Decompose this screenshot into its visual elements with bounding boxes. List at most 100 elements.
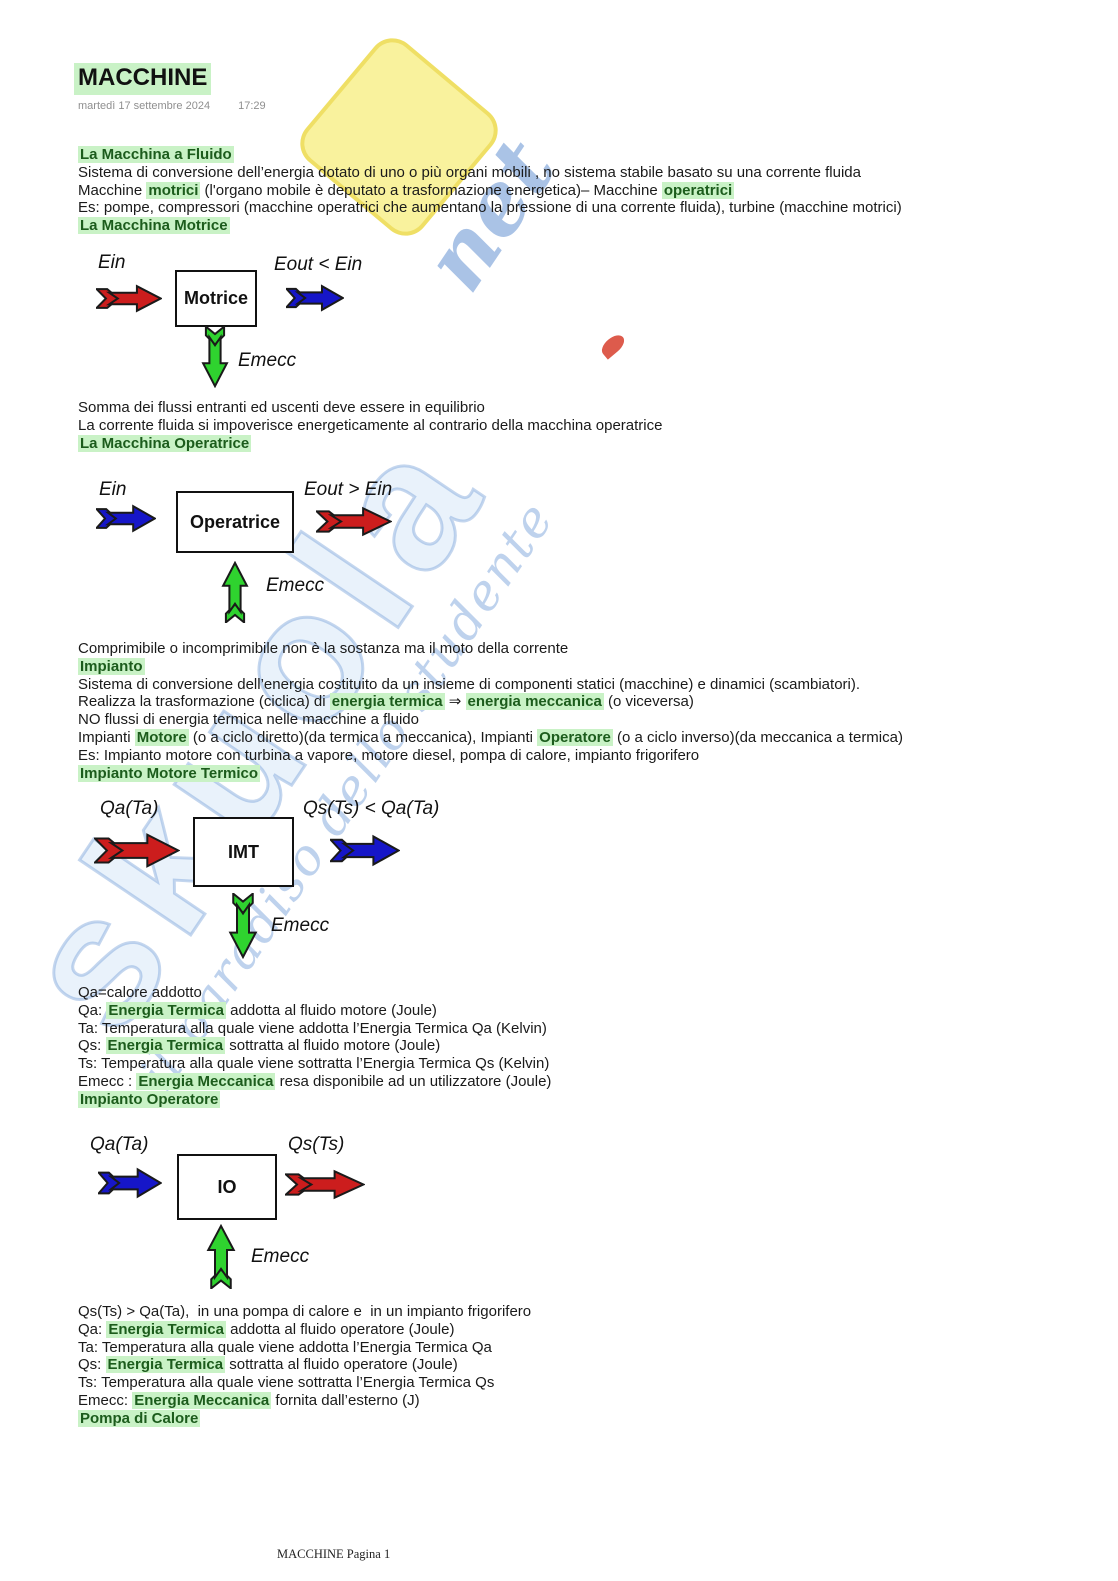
text-line: Impianto Operatore bbox=[78, 1090, 551, 1109]
text-line: La corrente fluida si impoverisce energe… bbox=[78, 417, 662, 435]
note-date: martedì 17 settembre 2024 bbox=[78, 100, 211, 112]
text-line: Es: Impianto motore con turbina a vapore… bbox=[78, 747, 903, 765]
highlighted-term: Energia Termica bbox=[105, 1356, 226, 1374]
energy-in-arrow bbox=[96, 284, 162, 313]
diagram-mech-label: Emecc bbox=[271, 915, 330, 936]
diagram-in-label: Qa(Ta) bbox=[90, 1134, 149, 1155]
highlighted-term: energia termica bbox=[329, 693, 445, 711]
highlighted-term: Energia Termica bbox=[105, 1037, 226, 1055]
body-text: Ts: Temperatura alla quale viene sottrat… bbox=[78, 1374, 495, 1392]
page-footer: MACCHINE Pagina 1 bbox=[277, 1547, 391, 1561]
diagram-io: Qa(Ta) IO Qs(Ts) Emecc bbox=[78, 1132, 458, 1297]
note-dateline: martedì 17 settembre 2024 17:29 bbox=[78, 100, 294, 112]
machine-box: IMT bbox=[193, 817, 294, 887]
text-line: La Macchina Motrice bbox=[78, 217, 902, 235]
text-line: Qs: Energia Termica sottratta al fluido … bbox=[78, 1037, 551, 1055]
text-line: Ta: Temperatura alla quale viene addotta… bbox=[78, 1339, 531, 1357]
body-text: Qa: bbox=[78, 1001, 107, 1019]
diagram-imt: Qa(Ta) IMT Qs(Ts) < Qa(Ta) Emecc bbox=[78, 795, 488, 965]
mechanical-energy-arrow-up bbox=[206, 1224, 236, 1289]
text-line: Impianto Motore Termico bbox=[78, 764, 903, 783]
text-line: Sistema di conversione dell’energia dota… bbox=[78, 164, 902, 182]
body-text: Sistema di conversione dell’energia cost… bbox=[78, 675, 861, 693]
text-line: Sistema di conversione dell’energia cost… bbox=[78, 676, 903, 694]
highlighted-term: La Macchina Motrice bbox=[78, 217, 230, 235]
text-line: Qa=calore addotto bbox=[78, 984, 551, 1002]
text-line: Ts: Temperatura alla quale viene sottrat… bbox=[78, 1055, 551, 1073]
text-line: Ts: Temperatura alla quale viene sottrat… bbox=[78, 1374, 531, 1392]
text-line: Realizza la trasformazione (ciclica) di … bbox=[78, 693, 903, 711]
body-text: Es: pompe, compressori (macchine operatr… bbox=[78, 199, 902, 217]
text-line: Emecc : Energia Meccanica resa disponibi… bbox=[78, 1072, 552, 1091]
body-text: sottratta al fluido operatore (Joule) bbox=[225, 1356, 458, 1374]
body-text: (o a ciclo inverso)(da meccanica a termi… bbox=[612, 728, 903, 746]
highlighted-term: Impianto Operatore bbox=[78, 1090, 221, 1108]
text-line: Impianti Motore (o a ciclo diretto)(da t… bbox=[78, 728, 903, 747]
body-text: La corrente fluida si impoverisce energe… bbox=[78, 416, 663, 434]
energy-out-arrow bbox=[286, 284, 344, 312]
text-line: Somma dei flussi entranti ed uscenti dev… bbox=[78, 399, 662, 417]
body-text: Ta: Temperatura alla quale viene addotta… bbox=[78, 1338, 492, 1356]
energy-in-arrow bbox=[96, 504, 156, 533]
body-text: Impianti bbox=[78, 728, 135, 746]
body-text: (l'organo mobile è deputato a trasformaz… bbox=[200, 181, 662, 199]
machine-box: IO bbox=[177, 1154, 277, 1220]
body-text: Ta: Temperatura alla quale viene addotta… bbox=[78, 1019, 547, 1037]
text-line: NO flussi di energia termica nelle macch… bbox=[78, 711, 903, 729]
machine-box: Motrice bbox=[175, 270, 257, 327]
page-title: MACCHINE bbox=[74, 63, 212, 95]
body-text: Emecc : bbox=[78, 1072, 137, 1090]
highlighted-term: Energia Termica bbox=[106, 1320, 226, 1338]
body-text: fornita dall’esterno (J) bbox=[271, 1391, 420, 1409]
diagram-mech-label: Emecc bbox=[266, 575, 325, 596]
highlighted-term: Energia Meccanica bbox=[136, 1072, 276, 1090]
text-line: La Macchina a Fluido bbox=[78, 146, 902, 164]
highlighted-term: operatrici bbox=[661, 181, 735, 199]
energy-out-arrow bbox=[316, 506, 392, 537]
diagram-mech-label: Emecc bbox=[251, 1246, 310, 1267]
body-text: Emecc: bbox=[78, 1391, 133, 1409]
body-text: resa disponibile ad un utilizzatore (Jou… bbox=[275, 1072, 552, 1090]
body-text: (o a ciclo diretto)(da termica a meccani… bbox=[188, 728, 538, 746]
highlighted-term: energia meccanica bbox=[465, 693, 604, 711]
body-text: (o viceversa) bbox=[603, 693, 694, 711]
body-text: Qa: bbox=[78, 1320, 107, 1338]
body-text: Sistema di conversione dell’energia dota… bbox=[78, 163, 861, 181]
text-line: Ta: Temperatura alla quale viene addotta… bbox=[78, 1020, 551, 1038]
highlighted-term: Impianto bbox=[78, 657, 145, 675]
note-time: 17:29 bbox=[238, 100, 266, 112]
highlighted-term: motrici bbox=[146, 181, 201, 199]
highlighted-term: La Macchina a Fluido bbox=[78, 146, 234, 163]
highlighted-term: Operatore bbox=[537, 728, 613, 746]
body-text: Qa=calore addotto bbox=[78, 984, 202, 1001]
highlighted-term: Impianto Motore Termico bbox=[78, 764, 261, 782]
highlighted-term: Energia Meccanica bbox=[132, 1391, 272, 1409]
body-text: sottratta al fluido motore (Joule) bbox=[225, 1037, 441, 1055]
text-line: Impianto bbox=[78, 657, 903, 676]
body-text: Es: Impianto motore con turbina a vapore… bbox=[78, 746, 700, 764]
diagram-in-label: Qa(Ta) bbox=[100, 798, 159, 819]
body-text: Somma dei flussi entranti ed uscenti dev… bbox=[78, 399, 485, 416]
text-block-motrice-notes: Somma dei flussi entranti ed uscenti dev… bbox=[78, 399, 662, 452]
text-line: Qs(Ts) > Qa(Ta), in una pompa di calore … bbox=[78, 1303, 531, 1321]
body-text: Comprimibile o incomprimibile non è la s… bbox=[78, 640, 569, 657]
highlighted-term: Energia Termica bbox=[106, 1001, 226, 1019]
highlighted-term: Motore bbox=[134, 728, 189, 746]
heat-in-arrow bbox=[98, 1167, 162, 1199]
text-block-impianto: Comprimibile o incomprimibile non è la s… bbox=[78, 640, 903, 782]
highlighted-term: La Macchina Operatrice bbox=[78, 434, 252, 452]
diagram-out-label: Qs(Ts) bbox=[288, 1134, 345, 1155]
machine-box: Operatrice bbox=[176, 491, 294, 553]
text-line: Emecc: Energia Meccanica fornita dall’es… bbox=[78, 1391, 531, 1410]
body-text: addotta al fluido operatore (Joule) bbox=[225, 1320, 455, 1338]
text-line: Es: pompe, compressori (macchine operatr… bbox=[78, 199, 902, 217]
text-line: Qs: Energia Termica sottratta al fluido … bbox=[78, 1356, 531, 1374]
diagram-out-label: Eout > Ein bbox=[304, 479, 393, 500]
diagram-out-label: Qs(Ts) < Qa(Ta) bbox=[303, 798, 440, 819]
diagram-mech-label: Emecc bbox=[238, 350, 297, 371]
text-block-io-legend: Qs(Ts) > Qa(Ta), in una pompa di calore … bbox=[78, 1303, 531, 1428]
text-line: Qa: Energia Termica addotta al fluido op… bbox=[78, 1320, 531, 1339]
